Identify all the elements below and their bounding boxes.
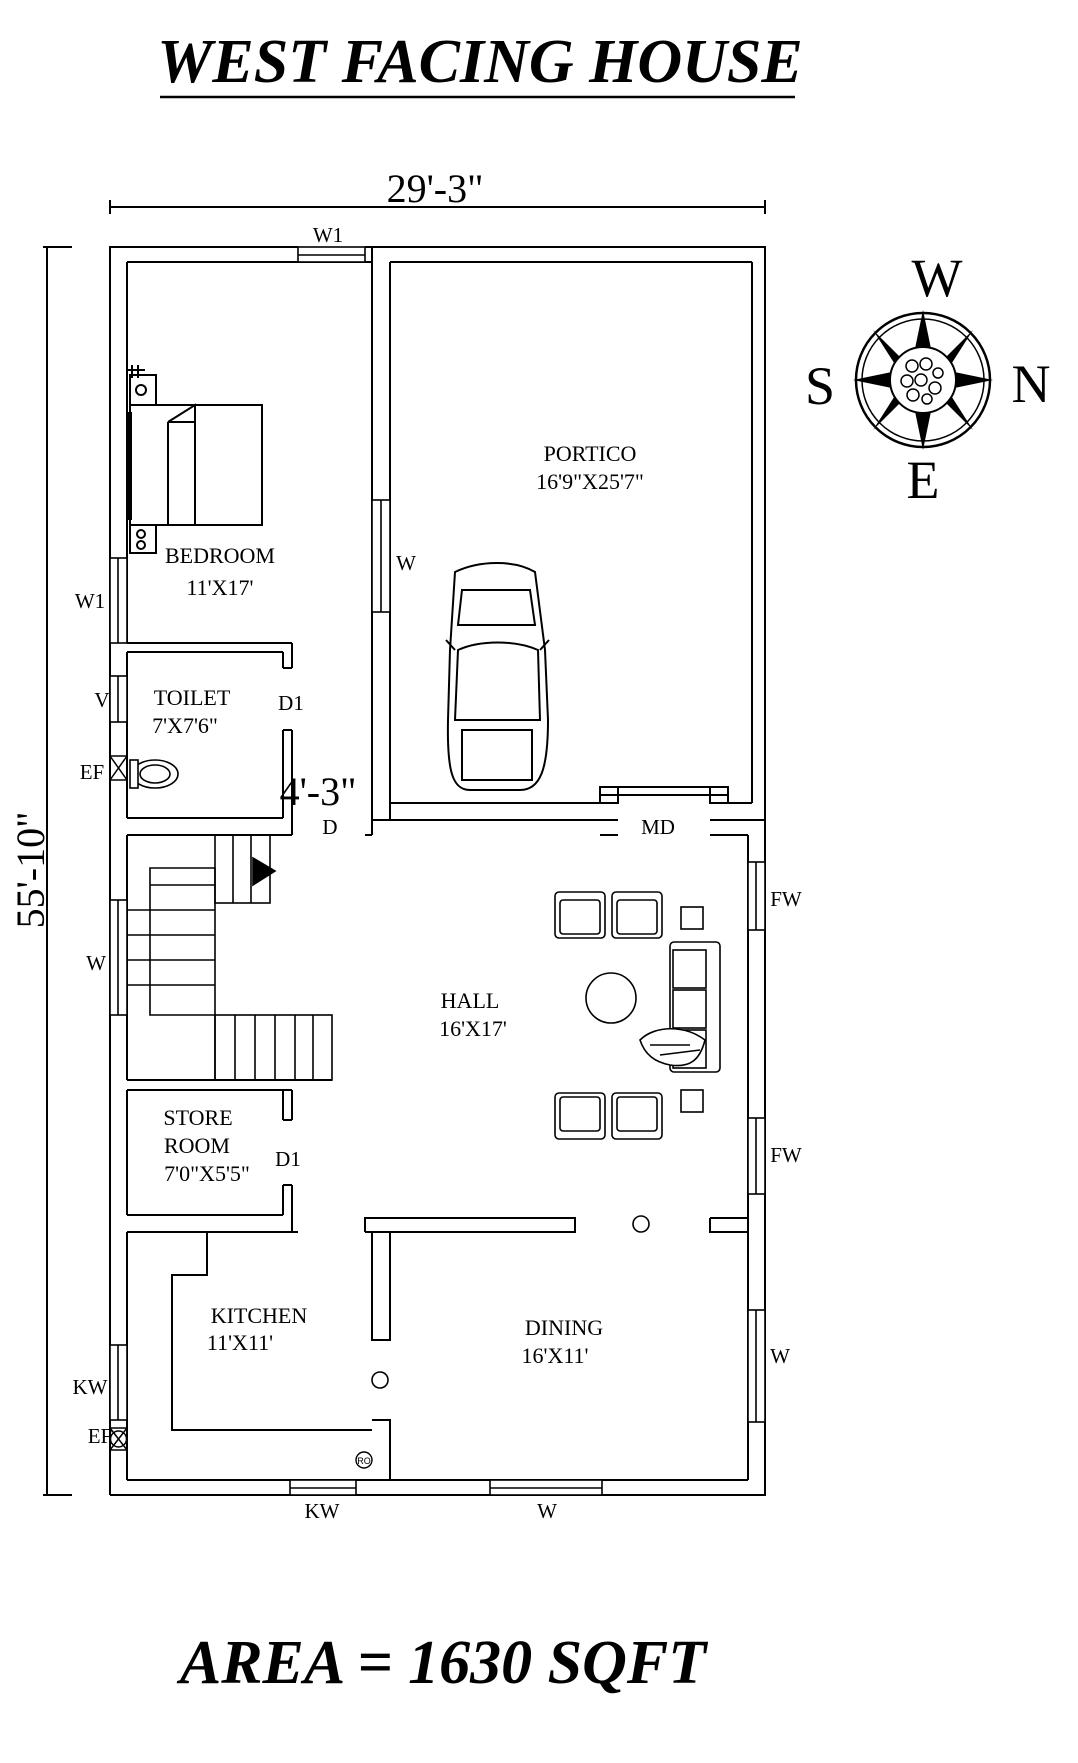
ro-label: RO	[357, 1456, 371, 1466]
height-dimension: 55'-10"	[8, 812, 53, 929]
toilet-size: 7'X7'6"	[152, 713, 218, 738]
kitchen-name: KITCHEN	[211, 1303, 308, 1328]
compass-icon	[853, 310, 993, 450]
compass-label-bottom: E	[907, 450, 940, 510]
door-label-md: MD	[641, 815, 675, 839]
exhaust-fan-icon	[109, 755, 128, 1451]
compass-label-top: W	[912, 248, 963, 308]
window-label-fw-1: FW	[770, 887, 802, 911]
window-label-kw-left: KW	[73, 1375, 108, 1399]
window-label-w-dining: W	[770, 1344, 790, 1368]
column-marker	[371, 1371, 389, 1389]
door-label-d: D	[322, 815, 337, 839]
dining-size: 16'X11'	[522, 1343, 589, 1368]
column-marker	[632, 1215, 650, 1233]
portico-size: 16'9"X25'7"	[536, 469, 644, 494]
width-dimension: 29'-3"	[387, 166, 484, 211]
hall-size: 16'X17'	[439, 1016, 507, 1041]
ro-icon	[355, 1451, 373, 1469]
toilet-icon	[129, 759, 179, 789]
dining-name: DINING	[525, 1315, 603, 1340]
ef-kitchen-label: EF	[88, 1424, 113, 1448]
door-label-d1-toilet: D1	[278, 691, 304, 715]
compass-label-right: N	[1012, 354, 1051, 414]
store-size: 7'0"X5'5"	[164, 1161, 250, 1186]
compass-label-left: S	[805, 356, 835, 416]
door-label-d1-store: D1	[275, 1147, 301, 1171]
plan-title: WEST FACING HOUSE	[157, 28, 803, 96]
area-text: AREA = 1630 SQFT	[176, 1629, 708, 1697]
window-label-w-bottom: W	[537, 1499, 557, 1523]
window-label-w-portico: W	[396, 551, 416, 575]
toilet-name: TOILET	[154, 685, 231, 710]
bed-icon	[128, 365, 263, 554]
window-label-kw-bottom: KW	[305, 1499, 340, 1523]
ef-label: EF	[80, 760, 105, 784]
window-label-w1-left: W1	[75, 589, 105, 613]
sofa-icon	[554, 891, 721, 1140]
staircase-icon	[127, 834, 333, 1081]
store-name-line1: STORE	[163, 1105, 232, 1130]
bedroom-name: BEDROOM	[165, 543, 275, 568]
window-label-fw-2: FW	[770, 1143, 802, 1167]
window-label-w-stair: W	[86, 951, 106, 975]
car-icon	[445, 562, 550, 791]
kitchen-size: 11'X11'	[207, 1330, 273, 1355]
store-name-line2: ROOM	[164, 1133, 230, 1158]
hall-name: HALL	[441, 988, 500, 1013]
portico-name: PORTICO	[544, 441, 637, 466]
bedroom-size: 11'X17'	[187, 575, 254, 600]
vent-label: V	[94, 688, 109, 712]
windows	[109, 246, 766, 1496]
window-label-w1-top: W1	[313, 223, 343, 247]
passage-dimension: 4'-3"	[280, 769, 357, 814]
